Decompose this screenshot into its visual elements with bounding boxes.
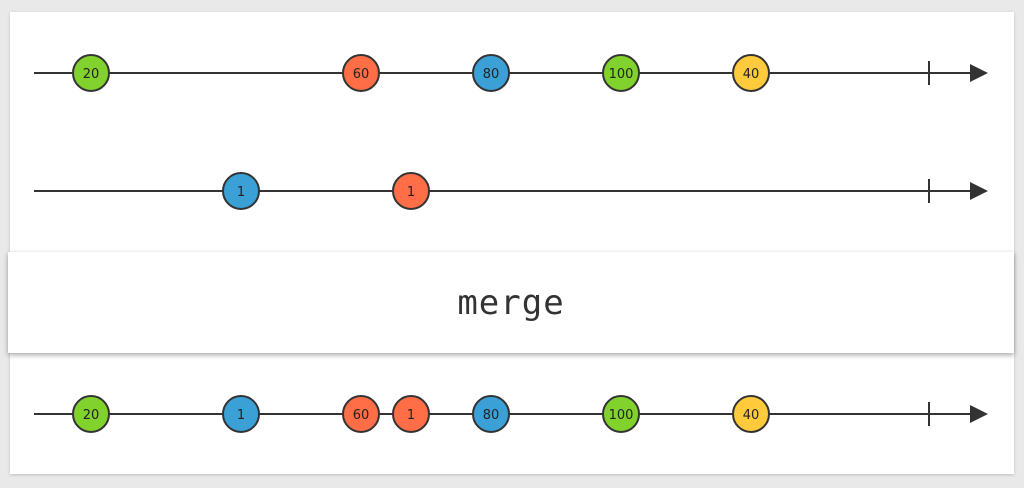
- marble[interactable]: 60: [342, 395, 380, 433]
- marble-label: 1: [407, 185, 415, 200]
- marble-label: 40: [743, 67, 760, 82]
- marble[interactable]: 100: [602, 395, 640, 433]
- marble-circle: [72, 395, 110, 433]
- marble[interactable]: 80: [472, 395, 510, 433]
- marble-label: 40: [743, 408, 760, 423]
- timeline-output: 20 1 60 1 80 100 40: [34, 395, 988, 433]
- timeline-input-1: 20 60 80 100 40: [34, 54, 988, 92]
- marble[interactable]: 1: [392, 172, 430, 210]
- marble[interactable]: 1: [222, 172, 260, 210]
- marble-circle: [342, 54, 380, 92]
- marble-label: 1: [407, 408, 415, 423]
- marble-circle: [732, 395, 770, 433]
- marble[interactable]: 40: [732, 395, 770, 433]
- marble[interactable]: 40: [732, 54, 770, 92]
- marble-circle: [602, 54, 640, 92]
- marble-circle: [732, 54, 770, 92]
- marble-label: 20: [83, 408, 100, 423]
- marble-circle: [222, 395, 260, 433]
- marble-label: 1: [237, 185, 245, 200]
- marble-circle: [72, 54, 110, 92]
- marble-label: 80: [483, 408, 500, 423]
- marble[interactable]: 100: [602, 54, 640, 92]
- marble-label: 60: [353, 408, 370, 423]
- marble-circle: [222, 172, 260, 210]
- marble-circle: [392, 172, 430, 210]
- marble[interactable]: 1: [222, 395, 260, 433]
- operator-label: merge: [457, 282, 565, 323]
- marble-label: 1: [237, 408, 245, 423]
- marble-label: 80: [483, 67, 500, 82]
- timeline-arrow-icon: [970, 405, 988, 423]
- marble-circle: [472, 54, 510, 92]
- marble-label: 60: [353, 67, 370, 82]
- marble-circle: [342, 395, 380, 433]
- marble[interactable]: 80: [472, 54, 510, 92]
- marble-label: 20: [83, 67, 100, 82]
- marble[interactable]: 1: [392, 395, 430, 433]
- marble-circle: [602, 395, 640, 433]
- marble[interactable]: 60: [342, 54, 380, 92]
- marble-circle: [472, 395, 510, 433]
- marble-label: 100: [609, 67, 634, 82]
- marble-label: 100: [609, 408, 634, 423]
- diagram-card: [10, 12, 1014, 474]
- marble-circle: [392, 395, 430, 433]
- operator-box: merge: [8, 252, 1014, 353]
- timeline-arrow-icon: [970, 182, 988, 200]
- timeline-arrow-icon: [970, 64, 988, 82]
- marble[interactable]: 20: [72, 54, 110, 92]
- marble[interactable]: 20: [72, 395, 110, 433]
